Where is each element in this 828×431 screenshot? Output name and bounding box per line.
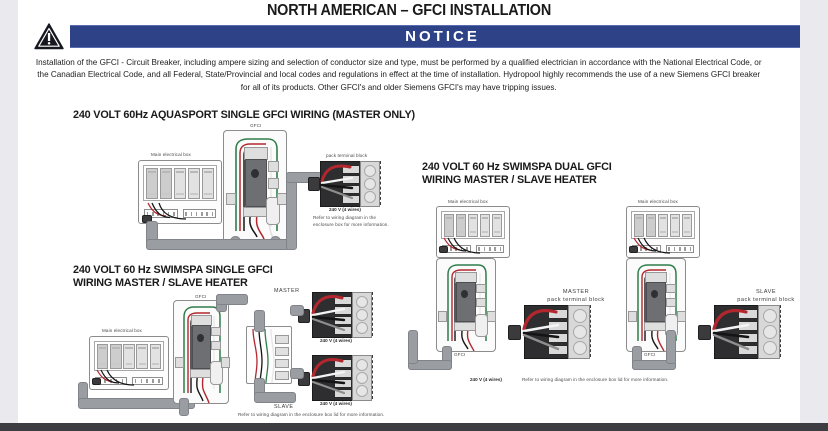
pack-terminal-block-slave <box>698 305 782 359</box>
conduit-left-out <box>408 360 452 370</box>
pack-terminal-block-slave-single <box>298 355 374 401</box>
junction-box <box>246 326 292 384</box>
conduit-slave-single <box>290 368 304 379</box>
label-master-single: MASTER <box>274 288 300 294</box>
wiring-main-right <box>633 237 671 254</box>
notice-body-text: Installation of the GFCI - Circuit Break… <box>35 57 762 92</box>
pack-terminal-block-master <box>508 305 592 359</box>
label-gfci-right: GFCI <box>644 352 656 357</box>
pack-wiring-slave <box>712 308 750 351</box>
conduit-junction-up <box>254 310 265 332</box>
label-slave-pack-terminal-block: SLAVE pack terminal block <box>737 289 795 303</box>
label-main-electrical-box-left: Main electrical box <box>448 199 488 204</box>
label-main-electrical-box-single: Main electrical box <box>102 328 142 333</box>
notice-header: NOTICE <box>34 23 800 50</box>
label-voltage-240v: 240 V (4 wires) <box>329 207 361 212</box>
cable-connector-left <box>439 246 448 253</box>
label-gfci: GFCI <box>250 123 262 128</box>
pack-wiring <box>320 164 354 200</box>
label-voltage-slave-single: 240 V (4 wires) <box>320 401 352 406</box>
label-main-electrical-box-right: Main electrical box <box>638 199 678 204</box>
label-pack-terminal-block: pack terminal block <box>326 153 368 158</box>
notice-banner: NOTICE <box>70 25 800 48</box>
label-gfci-left: GFCI <box>454 352 466 357</box>
cable-connector-single <box>92 378 101 385</box>
label-voltage-master-single: 240 V (4 wires) <box>320 338 352 343</box>
conduit-to-pack <box>286 172 297 250</box>
junction-wiring <box>252 328 275 383</box>
page-title: NORTH AMERICAN – GFCI INSTALLATION <box>266 2 552 19</box>
gfci-enclosure <box>223 130 287 244</box>
wiring-main-single <box>96 369 135 386</box>
heading-swimspa-dual-gfci: 240 VOLT 60 Hz SWIMSPA DUAL GFCI WIRING … <box>422 161 612 186</box>
label-main-electrical-box: Main electrical box <box>151 152 191 157</box>
conduit-junction-slave-run <box>254 392 296 403</box>
gfci-enclosure-single <box>173 300 230 404</box>
conduit-single-top-run <box>216 294 248 305</box>
gfci-enclosure-left <box>436 258 496 352</box>
conduit-horizontal-run <box>146 239 290 250</box>
main-electrical-box-single <box>89 336 169 390</box>
caption-refer-wiring-diagram: Refer to wiring diagram in the enclosure… <box>313 215 389 227</box>
gfci-enclosure-right <box>626 258 686 352</box>
label-gfci-single: GFCI <box>195 294 207 299</box>
pack-terminal-block-master-single <box>298 292 374 338</box>
label-voltage-240v-dual: 240 V (4 wires) <box>470 377 502 382</box>
conduit-right-out <box>632 360 676 370</box>
conduit-single-gfci-bottom <box>179 398 189 416</box>
heading-aquasport-single-gfci: 240 VOLT 60Hz AQUASPORT SINGLE GFCI WIRI… <box>73 109 415 121</box>
caption-refer-wiring-diagram-dual: Refer to wiring diagram in the enclosure… <box>522 377 669 382</box>
conduit-left-up <box>408 330 418 364</box>
document-sheet: NORTH AMERICAN – GFCI INSTALLATION NOTIC… <box>18 0 800 423</box>
pack-terminal-block <box>308 161 382 207</box>
label-slave-single: SLAVE <box>274 404 294 410</box>
conduit-master-single <box>290 305 304 316</box>
main-electrical-box <box>138 160 222 224</box>
warning-triangle-icon <box>34 23 64 50</box>
pack-wiring-slave-single <box>311 358 346 395</box>
caption-refer-wiring-diagram-single: Refer to wiring diagram in the enclosure… <box>238 412 385 417</box>
main-electrical-box-right <box>626 206 700 258</box>
pack-wiring-master <box>522 308 560 351</box>
conduit-right-up <box>666 330 676 364</box>
heading-swimspa-single-gfci: 240 VOLT 60 Hz SWIMSPA SINGLE GFCI WIRIN… <box>73 264 273 289</box>
cable-connector-right <box>629 246 638 253</box>
bottom-bar <box>0 423 828 431</box>
pack-wiring-master-single <box>311 295 346 332</box>
label-master-pack-terminal-block: MASTER pack terminal block <box>547 289 605 303</box>
wiring-main-left <box>443 237 481 254</box>
